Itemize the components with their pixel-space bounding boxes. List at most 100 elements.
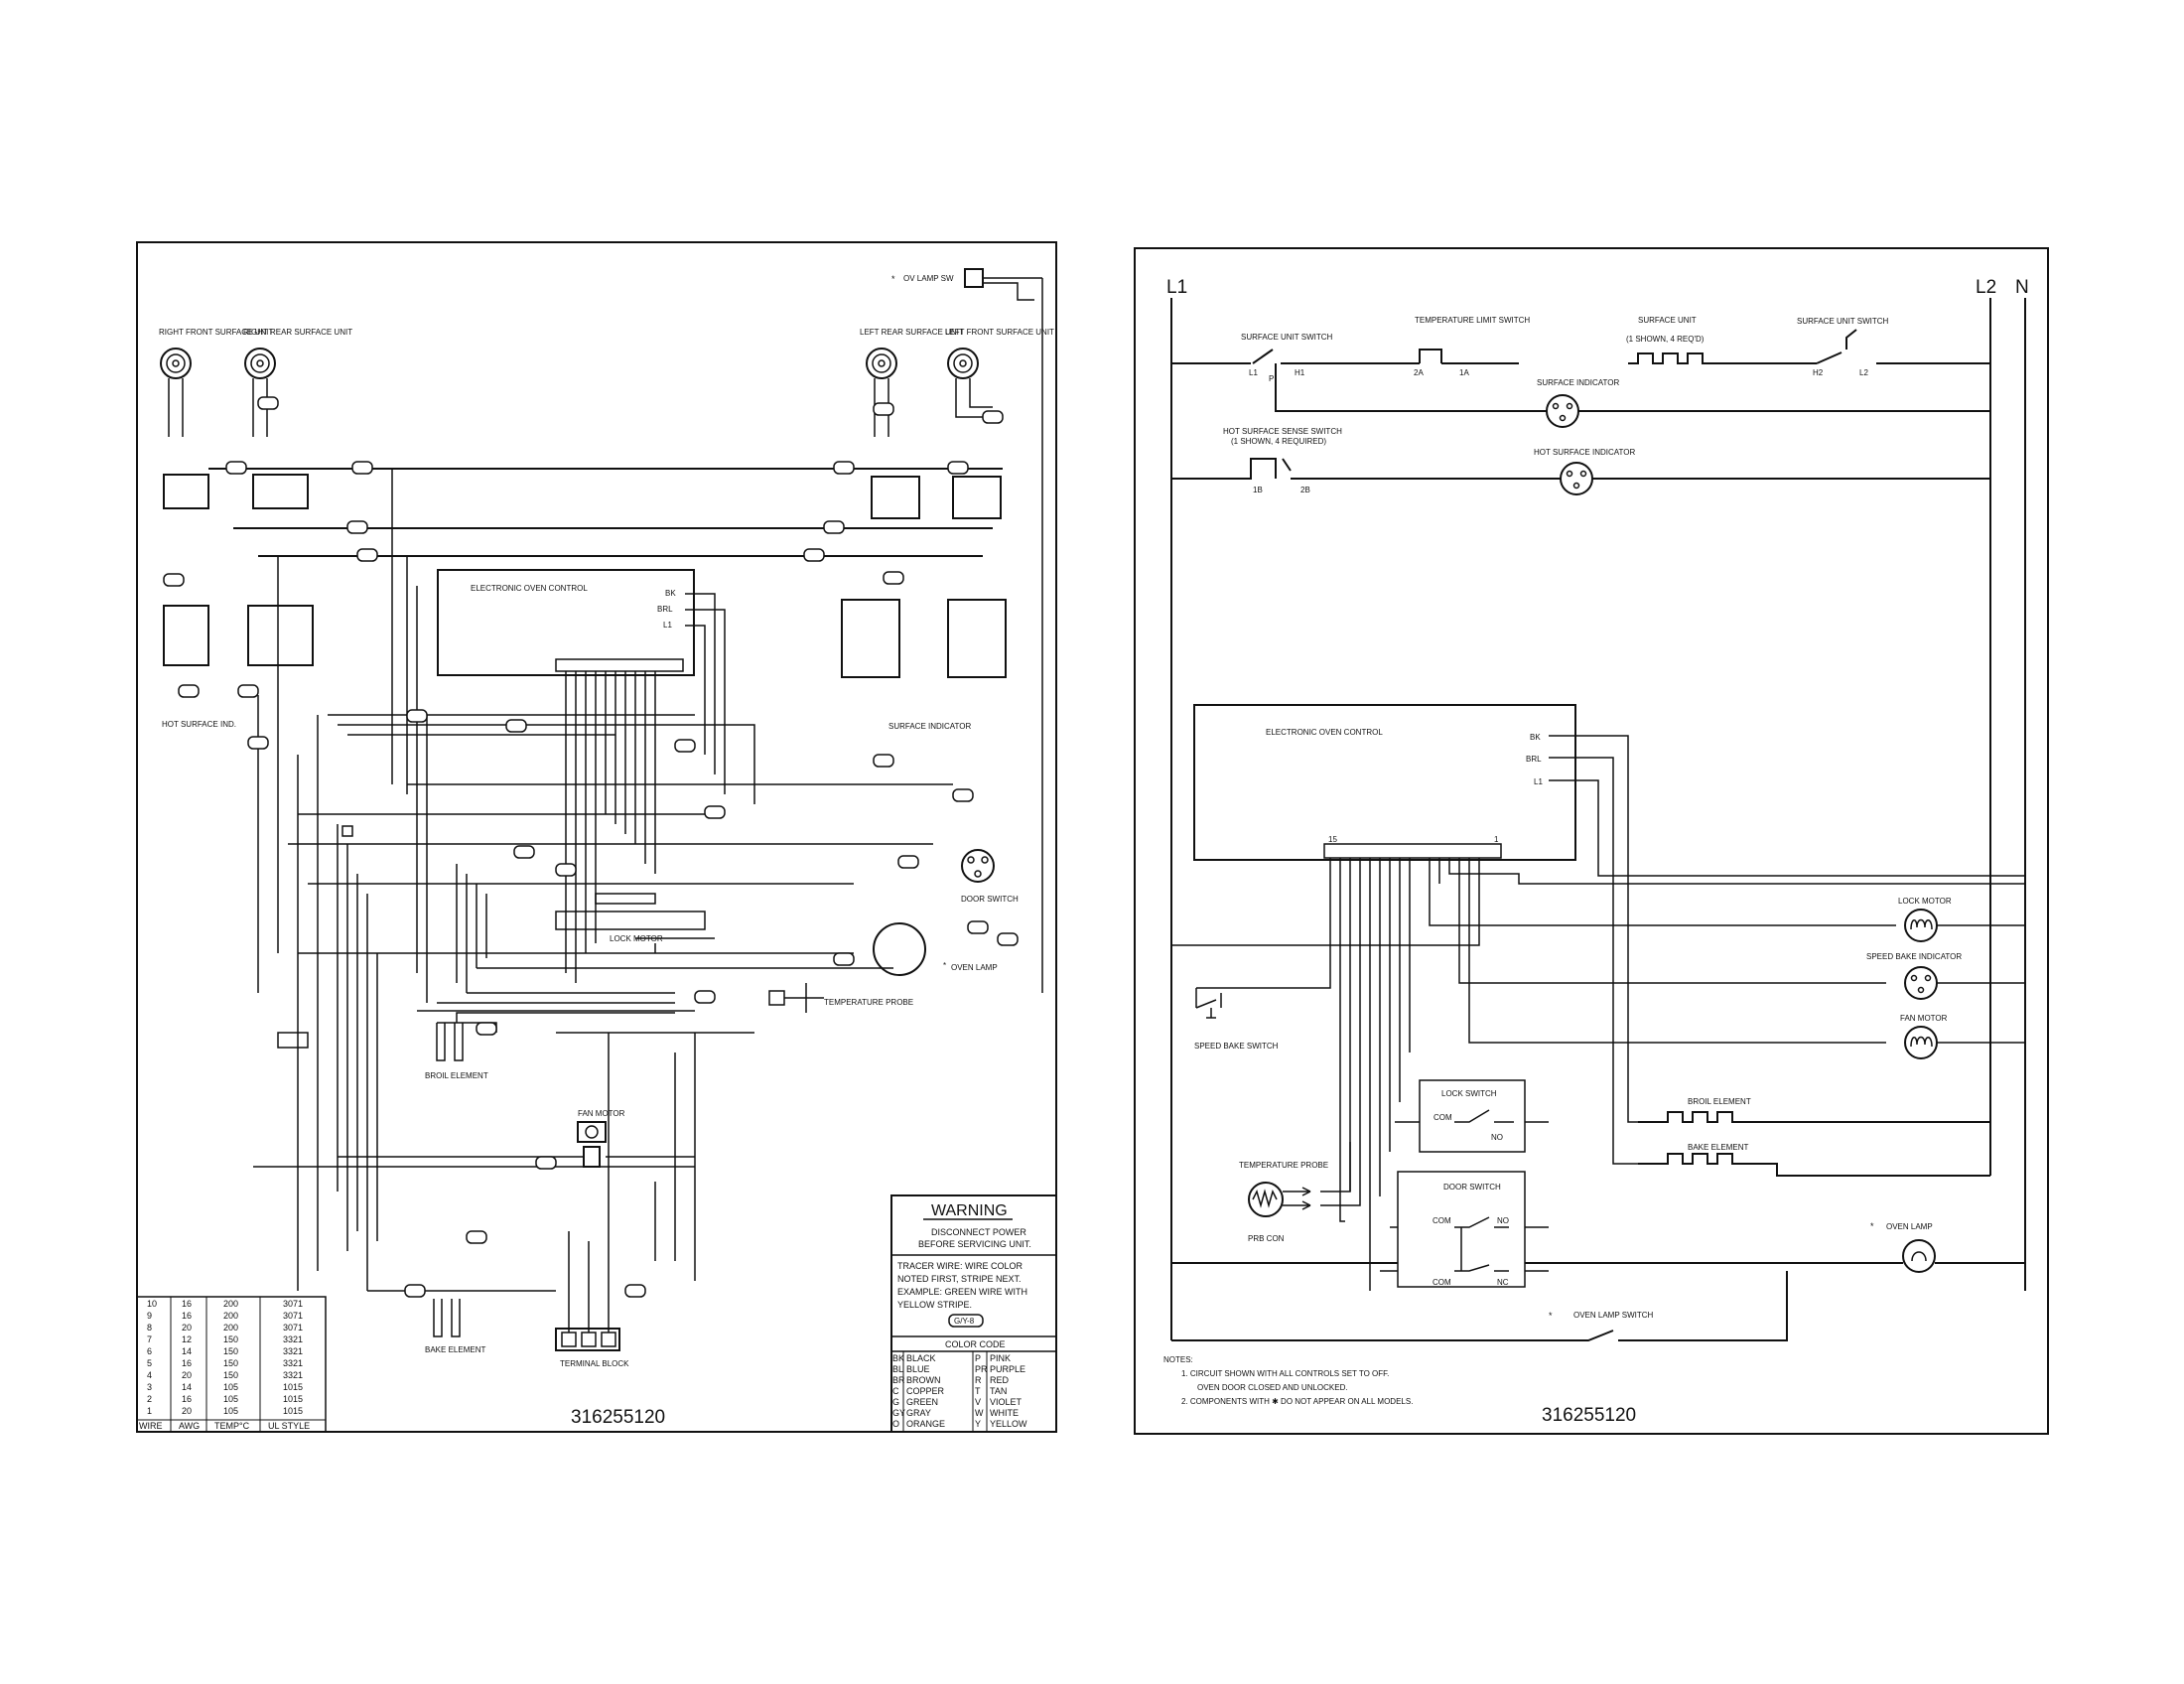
broil-element-label-right: BROIL ELEMENT	[1688, 1097, 1751, 1106]
right-lock-switch: LOCK SWITCH COM NO	[1395, 1079, 1549, 1153]
terminal-block-label: TERMINAL BLOCK	[560, 1359, 629, 1368]
right-panel-schematic: L1 L2 N SURFACE UNIT SWITCH L1 P H1 TEMP…	[1134, 247, 2049, 1435]
eoc-label-left: ELECTRONIC OVEN CONTROL	[471, 584, 588, 593]
eoc-brl-right: BRL	[1526, 755, 1542, 764]
tracer-line3: EXAMPLE: GREEN WIRE WITH	[897, 1287, 1027, 1297]
door-switch-label-left: DOOR SWITCH	[961, 895, 1019, 904]
svg-text:RED: RED	[990, 1375, 1010, 1385]
svg-text:5: 5	[147, 1358, 152, 1368]
part-number-left: 316255120	[571, 1407, 665, 1428]
left-rear-surface-unit-label: LEFT REAR SURFACE UNIT	[860, 328, 964, 337]
svg-text:16: 16	[182, 1358, 192, 1368]
eoc-l1-right: L1	[1534, 777, 1543, 786]
eoc-label-right: ELECTRONIC OVEN CONTROL	[1266, 728, 1383, 737]
right-bake-element: BAKE ELEMENT	[1638, 1143, 1990, 1177]
right-door-switch: DOOR SWITCH COM NO COM NC	[1380, 1171, 1549, 1288]
svg-text:BLUE: BLUE	[906, 1364, 930, 1374]
svg-text:105: 105	[223, 1394, 238, 1404]
svg-text:3321: 3321	[283, 1346, 303, 1356]
svg-text:8: 8	[147, 1323, 152, 1333]
bake-element-label-left: BAKE ELEMENT	[425, 1345, 485, 1354]
svg-text:2: 2	[147, 1394, 152, 1404]
svg-text:YELLOW: YELLOW	[990, 1419, 1027, 1429]
svg-text:105: 105	[223, 1382, 238, 1392]
rf-sensor-switch	[163, 605, 209, 666]
left-oven-lamp-switch: * OV LAMP SW	[891, 268, 1043, 993]
warning-box: WARNING DISCONNECT POWER BEFORE SERVICIN…	[890, 1194, 1057, 1433]
svg-text:16: 16	[182, 1394, 192, 1404]
l1-label: L1	[1166, 277, 1187, 298]
svg-text:20: 20	[182, 1323, 192, 1333]
bake-element-label-right: BAKE ELEMENT	[1688, 1143, 1748, 1152]
hss-1b: 1B	[1253, 486, 1263, 494]
svg-text:3: 3	[147, 1382, 152, 1392]
svg-text:G: G	[892, 1397, 899, 1407]
eoc-brl-label: BRL	[657, 605, 673, 614]
svg-text:COPPER: COPPER	[906, 1386, 945, 1396]
svg-text:WHITE: WHITE	[990, 1408, 1019, 1418]
left-panel-wiring-diagram: RIGHT FRONT SURFACE UNIT RIGHT REAR SURF…	[136, 241, 1057, 1433]
svg-text:150: 150	[223, 1346, 238, 1356]
temperature-probe-label-right: TEMPERATURE PROBE	[1239, 1161, 1328, 1170]
warning-title: WARNING	[931, 1202, 1008, 1219]
n-label: N	[2015, 277, 2029, 298]
svg-text:3321: 3321	[283, 1358, 303, 1368]
svg-text:Y: Y	[975, 1419, 981, 1429]
lr-sensor-switch	[841, 599, 900, 678]
right-rear-surface-unit: RIGHT REAR SURFACE UNIT	[243, 328, 352, 437]
lock-no: NO	[1491, 1133, 1503, 1142]
svg-text:105: 105	[223, 1406, 238, 1416]
right-speed-bake-indicator: SPEED BAKE INDICATOR	[1866, 952, 2025, 1000]
right-electronic-oven-control: ELECTRONIC OVEN CONTROL BK BRL L1 15 1	[1193, 704, 1576, 861]
lr-unit-switch	[871, 476, 920, 519]
svg-text:3321: 3321	[283, 1370, 303, 1380]
tracer-line4: YELLOW STRIPE.	[897, 1300, 972, 1310]
left-bake-element: BAKE ELEMENT	[367, 1290, 556, 1354]
svg-text:TEMP°C: TEMP°C	[214, 1421, 250, 1431]
speed-bake-indicator-label: SPEED BAKE INDICATOR	[1866, 952, 1962, 961]
svg-text:9: 9	[147, 1311, 152, 1321]
left-panel-border	[136, 241, 1057, 1433]
speed-bake-switch: SPEED BAKE SWITCH	[1194, 988, 1279, 1051]
svg-text:14: 14	[182, 1346, 192, 1356]
svg-text:BLACK: BLACK	[906, 1353, 936, 1363]
svg-text:R: R	[975, 1375, 982, 1385]
oven-lamp-asterisk: *	[1870, 1221, 1874, 1231]
svg-text:150: 150	[223, 1334, 238, 1344]
svg-text:W: W	[975, 1408, 984, 1418]
door-com2: COM	[1433, 1278, 1451, 1287]
left-temperature-probe: TEMPERATURE PROBE	[768, 983, 913, 1013]
svg-text:GREEN: GREEN	[906, 1397, 938, 1407]
svg-text:BR: BR	[892, 1375, 905, 1385]
speed-bake-switch-label: SPEED BAKE SWITCH	[1194, 1042, 1279, 1051]
door-switch-label-right: DOOR SWITCH	[1443, 1183, 1501, 1192]
svg-text:VIOLET: VIOLET	[990, 1397, 1023, 1407]
sus2-h2: H2	[1813, 368, 1824, 377]
svg-text:3071: 3071	[283, 1323, 303, 1333]
right-panel-border	[1134, 247, 2049, 1435]
oven-lamp-label-right: OVEN LAMP	[1886, 1222, 1933, 1231]
svg-text:16: 16	[182, 1311, 192, 1321]
lock-com: COM	[1433, 1113, 1452, 1122]
wire-tags	[163, 396, 1019, 1298]
right-oven-lamp: * OVEN LAMP	[1171, 1221, 2025, 1273]
oven-lamp-switch-label-right: OVEN LAMP SWITCH	[1573, 1311, 1654, 1320]
lf-sensor-switch	[947, 599, 1007, 678]
surface-unit-label: SURFACE UNIT	[1638, 316, 1697, 325]
l2-label: L2	[1976, 277, 1996, 298]
rf-unit-switch	[163, 474, 209, 509]
left-oven-lamp: * OVEN LAMP	[873, 922, 998, 976]
hot-surface-ind-label: HOT SURFACE IND.	[162, 720, 236, 729]
left-rear-surface-unit: LEFT REAR SURFACE UNIT	[860, 328, 964, 437]
svg-text:C: C	[892, 1386, 899, 1396]
note-1: 1. CIRCUIT SHOWN WITH ALL CONTROLS SET T…	[1181, 1369, 1389, 1378]
